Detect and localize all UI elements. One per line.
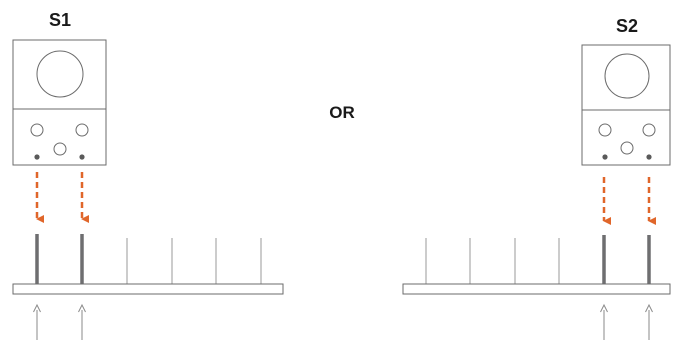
device-s1-display-circle <box>36 50 84 98</box>
pointer-arrowhead <box>645 303 653 313</box>
device-s1-knob-center <box>53 142 67 156</box>
base-bar-left <box>12 283 284 295</box>
device-s2 <box>581 44 671 166</box>
device-s1-terminal-left <box>34 154 40 160</box>
device-s2-knob-left <box>598 123 612 137</box>
electrode-array-left <box>12 234 284 295</box>
pointer-arrowhead <box>600 303 608 313</box>
label-or: OR <box>329 103 355 122</box>
base-bar-right <box>402 283 671 295</box>
pointer-arrowhead <box>78 303 86 313</box>
device-s1 <box>12 39 107 166</box>
device-s2-terminal-left <box>602 154 608 160</box>
electrode-array-right <box>402 235 671 295</box>
device-s2-knob-center <box>620 141 634 155</box>
label-s1: S1 <box>49 10 71 30</box>
pointers-right <box>600 303 653 340</box>
device-s1-terminal-right <box>79 154 85 160</box>
label-s2: S2 <box>616 16 638 36</box>
device-s1-knob-left <box>30 123 44 137</box>
device-s2-knob-right <box>642 123 656 137</box>
device-s2-display-circle <box>604 53 650 99</box>
pointers-left <box>33 303 86 340</box>
device-s2-terminal-right <box>646 154 652 160</box>
device-s1-knob-right <box>75 123 89 137</box>
pointer-arrowhead <box>33 303 41 313</box>
